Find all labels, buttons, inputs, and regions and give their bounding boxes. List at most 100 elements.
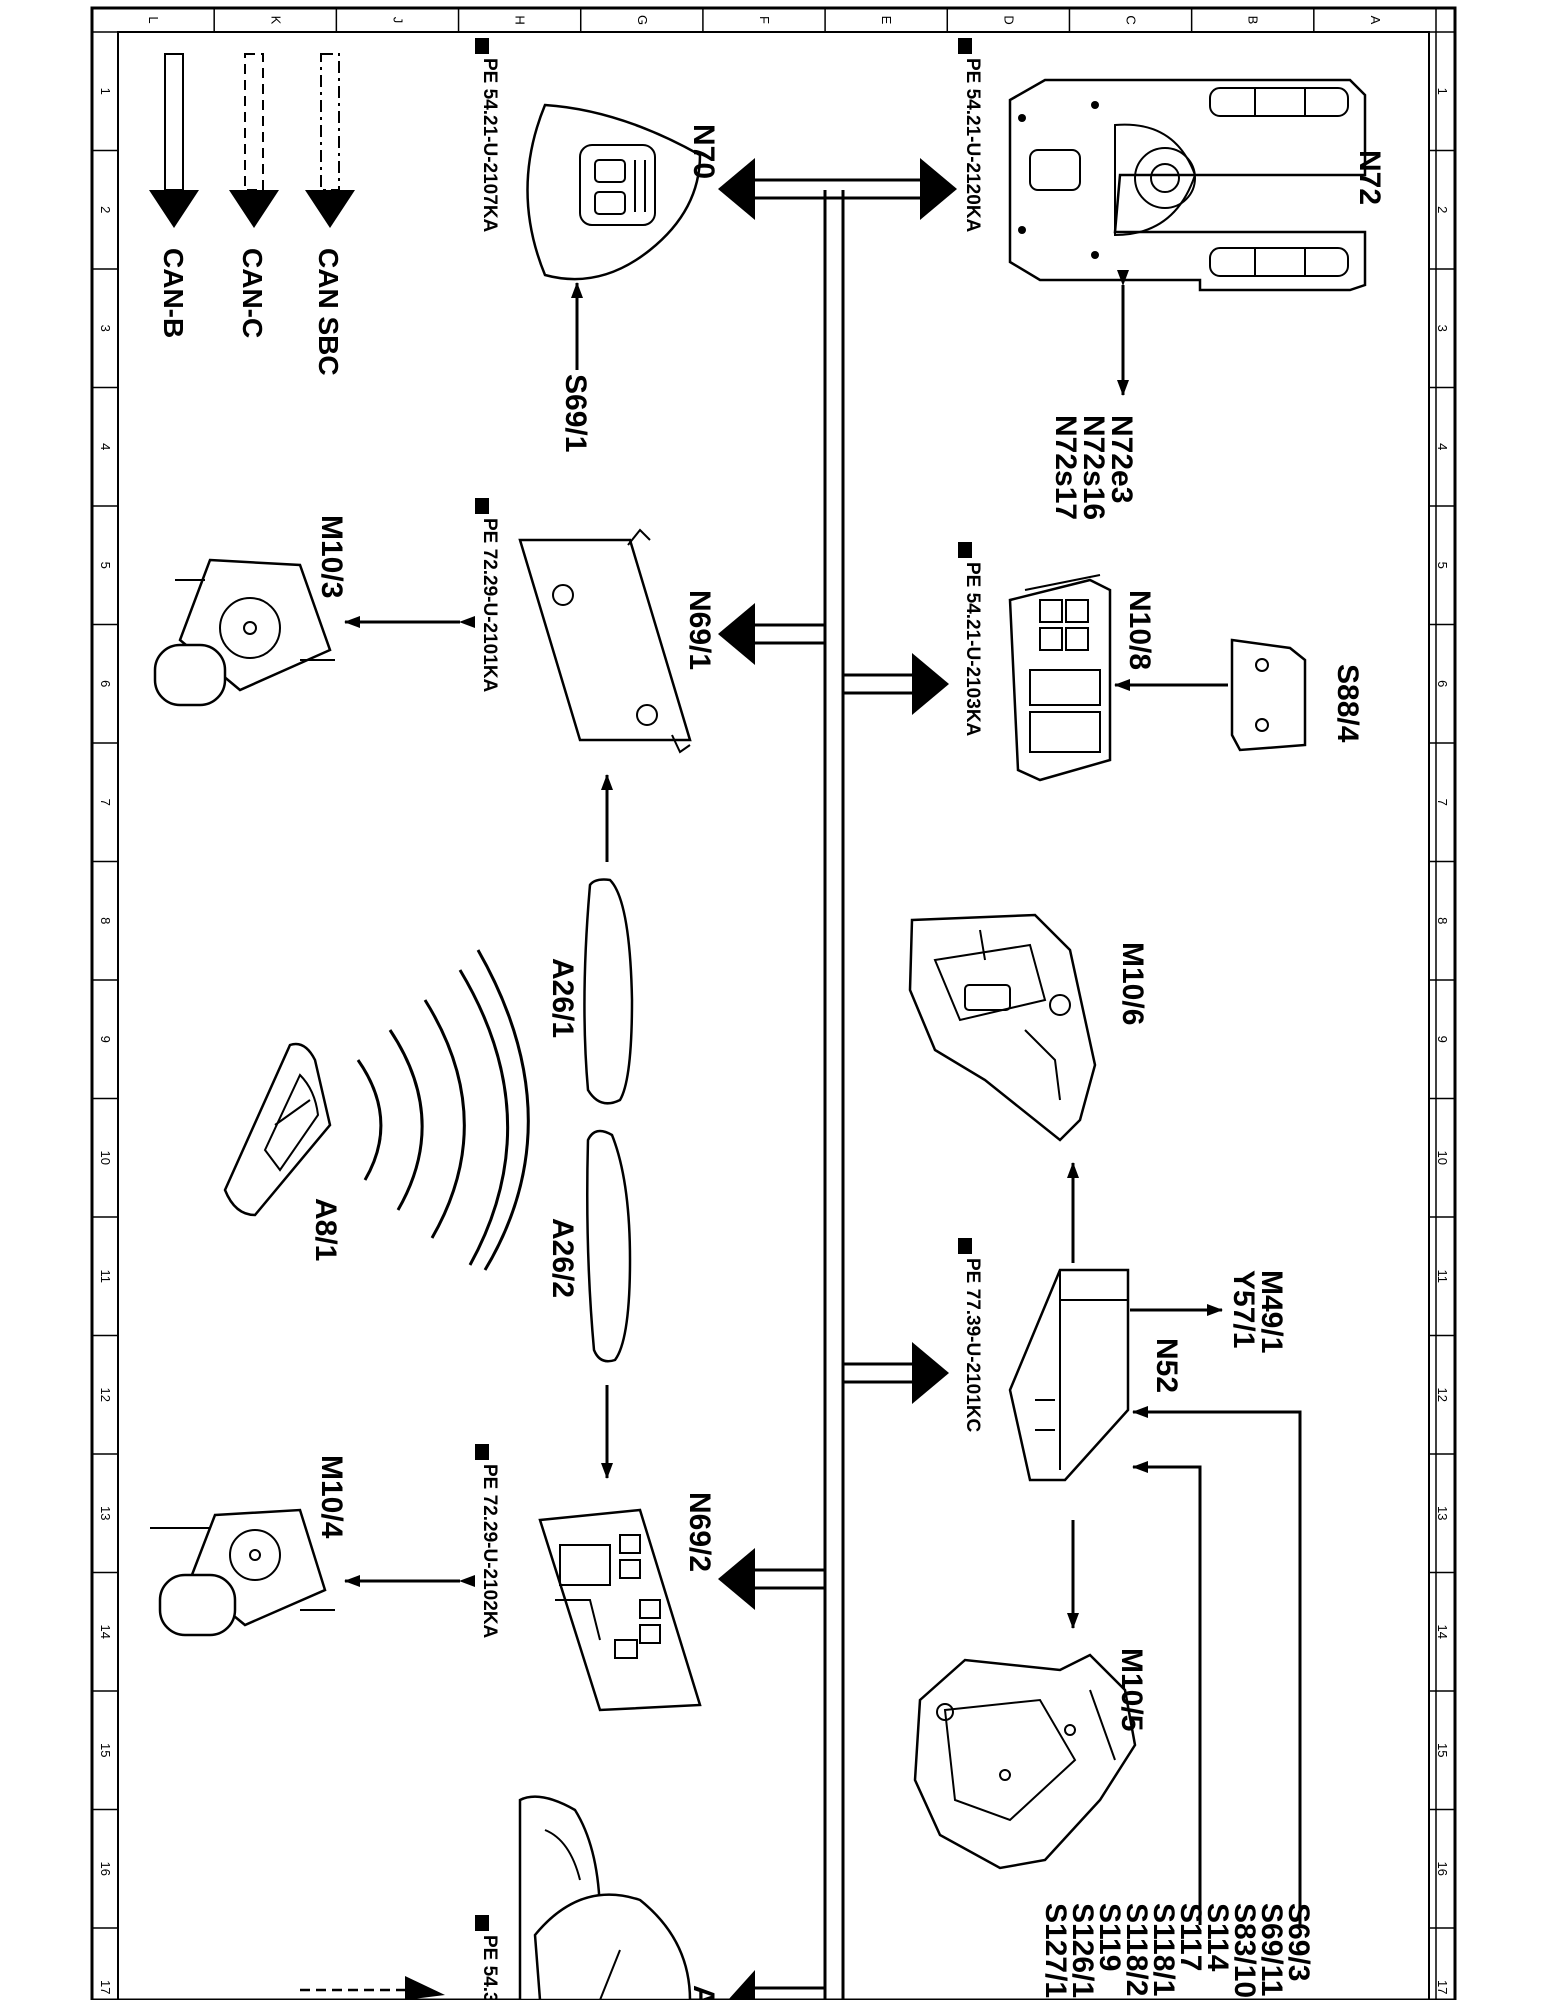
legend: CAN SBC CAN-C CAN-B	[149, 53, 355, 376]
grid-number-right: 10	[1435, 1151, 1450, 1165]
n72-ref: PE 54.21-U-2120KA	[962, 58, 983, 233]
switch-s83-10: S83/10	[1228, 1903, 1261, 1998]
legend-can-b: CAN-B	[149, 53, 199, 338]
grid-number-right: 14	[1435, 1625, 1450, 1639]
a8-1-label: A8/1	[309, 1198, 342, 1261]
grid-number-right: 6	[1435, 680, 1450, 687]
m49-1-label: M49/1	[1255, 1270, 1288, 1353]
grid-number-left: 8	[98, 917, 113, 924]
n52-ref: PE 77.39-U-2101KC	[962, 1258, 983, 1433]
grid-number-right: 11	[1435, 1270, 1450, 1284]
grid-number-right: 7	[1435, 799, 1450, 806]
s88-4-label: S88/4	[1331, 664, 1364, 743]
n10-8-label: N10/8	[1123, 590, 1156, 670]
n52-label: N52	[1150, 1338, 1183, 1393]
grid-number-left: 15	[98, 1743, 113, 1757]
s69-1-label: S69/1	[559, 374, 592, 452]
m49-y57-labels: M49/1 Y57/1	[1227, 1270, 1288, 1353]
grid-letter: F	[757, 16, 772, 24]
reference-hand-icons	[475, 38, 972, 1931]
grid-number-right: 8	[1435, 917, 1450, 924]
n70-ref: PE 54.21-U-2107KA	[479, 58, 500, 233]
grid-letter: L	[146, 16, 161, 23]
grid-number-right: 13	[1435, 1506, 1450, 1520]
n10-8-ref: PE 54.21-U-2103KA	[962, 562, 983, 737]
grid-letter: J	[390, 17, 405, 24]
switch-s126-1: S126/1	[1066, 1903, 1099, 1998]
grid-letter: E	[879, 16, 894, 25]
a26-1-door-handle	[583, 878, 634, 1105]
n72-sub-line-1: N72e3	[1105, 415, 1138, 503]
switch-s69-3: S69/3	[1282, 1903, 1315, 1981]
n10-8-module	[1008, 574, 1112, 782]
grid-number-left: 10	[98, 1151, 113, 1165]
switch-s118-1: S118/1	[1147, 1903, 1180, 1996]
partial-ref: PE 54.3	[479, 1935, 500, 2000]
m10-3-motor	[153, 558, 335, 707]
can-bus	[718, 158, 957, 2000]
n69-2-door-module	[538, 1508, 702, 1712]
grid-number-right: 5	[1435, 562, 1450, 569]
grid-number-left: 6	[98, 680, 113, 687]
grid-number-left: 13	[98, 1506, 113, 1520]
n70-label: N70	[687, 124, 720, 179]
m10-6-label: M10/6	[1116, 942, 1149, 1025]
switch-s117: S117	[1174, 1903, 1207, 1971]
reference-hand-icon-n10-8	[958, 542, 972, 558]
grid-number-left: 3	[98, 325, 113, 332]
bus-arrow-n72	[920, 158, 957, 220]
bus-arrow-n69-1	[718, 603, 755, 665]
switch-s119: S119	[1093, 1903, 1126, 1971]
grid-number-right: 17	[1435, 1980, 1450, 1994]
n69-1-ref: PE 72.29-U-2101KA	[479, 518, 500, 693]
bus-arrow-n52	[912, 1342, 949, 1404]
n69-1-door-module	[518, 528, 692, 754]
bus-arrow-n70	[718, 158, 755, 220]
reference-hand-icon-n69-2	[475, 1444, 489, 1460]
legend-can-sbc-label: CAN SBC	[313, 248, 344, 376]
n72-label: N72	[1353, 150, 1386, 205]
grid-number-right: 16	[1435, 1862, 1450, 1876]
switch-s69-11: S69/11	[1255, 1903, 1288, 1996]
grid-number-left: 12	[98, 1388, 113, 1402]
n72-sub-line-3: N72s17	[1049, 415, 1082, 520]
n72-overhead-panel	[1008, 78, 1367, 292]
grid-number-left: 5	[98, 562, 113, 569]
drawing-frame	[90, 6, 1457, 2000]
s88-4-switch	[1230, 638, 1307, 752]
a8-1-key	[223, 1042, 332, 1217]
n69-1-label: N69/1	[683, 590, 716, 670]
n69-2-label: N69/2	[683, 1492, 716, 1572]
grid-number-left: 7	[98, 799, 113, 806]
switch-list: S69/3 S69/11 S83/10 S114 S117 S118/1 S11…	[1039, 1903, 1315, 1998]
n72-sub-line-2: N72s16	[1077, 415, 1110, 520]
a26-2-door-handle	[586, 1129, 632, 1363]
y57-1-label: Y57/1	[1227, 1270, 1260, 1348]
bus-arrow-n10-8	[912, 653, 949, 715]
m10-5-label: M10/5	[1115, 1648, 1148, 1731]
grid-number-left: 9	[98, 1036, 113, 1043]
grid-letter: G	[635, 15, 650, 25]
legend-can-c-label: CAN-C	[237, 248, 268, 338]
m10-4-motor	[150, 1508, 335, 1637]
grid-number-left: 16	[98, 1862, 113, 1876]
switch-s127-1: S127/1	[1039, 1903, 1072, 1998]
grid-letter: B	[1246, 16, 1261, 25]
a26-2-label: A26/2	[546, 1218, 579, 1298]
legend-can-b-label: CAN-B	[158, 248, 189, 338]
reference-hand-icon-n52	[958, 1238, 972, 1254]
grid-number-left: 4	[98, 443, 113, 450]
grid-number-left: 11	[98, 1270, 113, 1284]
reference-hand-icon-n69-1	[475, 498, 489, 514]
grid-letter: H	[513, 15, 528, 24]
switch-s118-2: S118/2	[1120, 1903, 1153, 1996]
grid-letter: A	[1368, 16, 1383, 25]
bus-arrow-bottom	[728, 1970, 755, 2000]
bus-arrow-n69-2	[718, 1548, 755, 1610]
m10-3-label: M10/3	[315, 515, 348, 598]
m10-6-actuator	[908, 913, 1097, 1142]
switches-to-n52-link-b	[1132, 1461, 1202, 1925]
n72-sub-labels: N72e3 N72s16 N72s17	[1049, 415, 1138, 520]
grid-number-right: 2	[1435, 206, 1450, 213]
